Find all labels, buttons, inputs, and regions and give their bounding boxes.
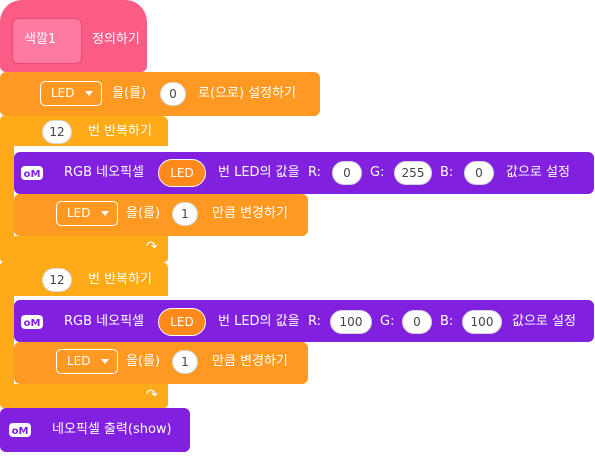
neopixel-1-g-label: G: <box>370 165 385 180</box>
neopixel-2-b-input[interactable]: 100 <box>462 310 502 334</box>
neopixel-2-title: RGB 네오픽셀 <box>64 314 144 329</box>
define-hat-label: 색깔1 <box>24 32 57 47</box>
repeat-block-1-foot <box>0 236 168 262</box>
neopixel-show-block[interactable] <box>0 408 190 452</box>
repeat-block-2-foot <box>0 384 168 408</box>
change-2-dropdown[interactable]: LED <box>56 349 118 374</box>
repeat-block-1[interactable] <box>0 116 168 146</box>
set-variable-particle: 을(를) <box>112 86 147 101</box>
neopixel-1-title: RGB 네오픽셀 <box>64 165 144 180</box>
svg-text:oM: oM <box>12 426 29 437</box>
change-1-dropdown[interactable]: LED <box>56 201 118 226</box>
neopixel-extension-icon: oM <box>21 166 43 180</box>
neopixel-1-g-input[interactable]: 255 <box>394 161 432 185</box>
change-2-dropdown-label: LED <box>67 354 91 368</box>
neopixel-2-r-label: R: <box>308 314 322 329</box>
neopixel-1-r-input[interactable]: 0 <box>332 161 362 185</box>
repeat-2-label: 번 반복하기 <box>88 272 152 287</box>
caret-down-icon <box>101 359 109 364</box>
define-hat-inner[interactable] <box>12 18 82 64</box>
repeat-2-count-input[interactable]: 12 <box>42 268 72 292</box>
neopixel-2-led-variable[interactable]: LED <box>158 308 206 336</box>
neopixel-2-b-label: B: <box>440 314 454 329</box>
change-2-value-input[interactable]: 1 <box>172 350 198 374</box>
neopixel-2-r-input[interactable]: 100 <box>330 310 372 334</box>
caret-down-icon <box>85 91 93 96</box>
set-variable-dropdown-label: LED <box>51 86 75 100</box>
neopixel-2-suffix: 값으로 설정 <box>512 314 576 329</box>
neopixel-1-r-label: R: <box>308 165 322 180</box>
neopixel-extension-icon: oM <box>9 423 31 437</box>
neopixel-2-g-label: G: <box>380 314 395 329</box>
svg-text:oM: oM <box>24 318 41 329</box>
neopixel-extension-icon: oM <box>21 315 43 329</box>
neopixel-2-mid: 번 LED의 값을 <box>218 314 300 329</box>
neopixel-set-block-1[interactable] <box>14 152 594 194</box>
repeat-block-2-arm <box>0 296 14 396</box>
loop-arrow-icon: ↷ <box>146 387 158 403</box>
change-2-particle: 을(를) <box>126 354 161 369</box>
set-variable-value-input[interactable]: 0 <box>160 82 186 106</box>
change-1-value-input[interactable]: 1 <box>172 202 198 226</box>
set-variable-dropdown[interactable]: LED <box>40 81 102 106</box>
svg-text:oM: oM <box>24 169 41 180</box>
neopixel-1-led-variable[interactable]: LED <box>158 159 206 187</box>
change-1-suffix: 만큼 변경하기 <box>212 206 288 221</box>
repeat-1-label: 번 반복하기 <box>88 124 152 139</box>
repeat-1-count-input[interactable]: 12 <box>42 120 72 144</box>
repeat-block-2[interactable] <box>0 262 168 296</box>
change-2-suffix: 만큼 변경하기 <box>212 354 288 369</box>
loop-arrow-icon: ↷ <box>146 239 158 255</box>
neopixel-1-b-input[interactable]: 0 <box>464 161 494 185</box>
define-hat-title: 정의하기 <box>92 32 140 47</box>
repeat-block-1-arm <box>0 146 14 246</box>
neopixel-1-b-label: B: <box>440 165 454 180</box>
neopixel-1-mid: 번 LED의 값을 <box>218 165 300 180</box>
set-variable-suffix: 로(으로) 설정하기 <box>198 86 296 101</box>
neopixel-show-title: 네오픽셀 출력(show) <box>52 422 172 437</box>
caret-down-icon <box>101 211 109 216</box>
neopixel-1-suffix: 값으로 설정 <box>506 165 570 180</box>
change-1-dropdown-label: LED <box>67 206 91 220</box>
neopixel-2-g-input[interactable]: 0 <box>402 310 432 334</box>
change-1-particle: 을(를) <box>126 206 161 221</box>
